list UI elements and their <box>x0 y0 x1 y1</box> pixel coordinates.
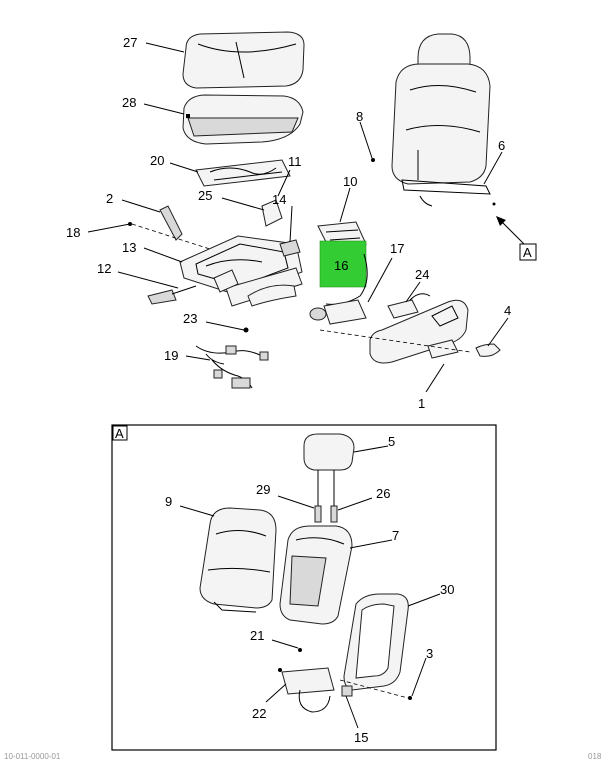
leader-29 <box>277 495 315 509</box>
leader-21 <box>271 639 299 649</box>
detail-a-frame <box>111 424 497 751</box>
callout-9[interactable]: 9 <box>165 494 172 509</box>
callout-2[interactable]: 2 <box>106 191 113 206</box>
callout-5[interactable]: 5 <box>388 434 395 449</box>
callout-6[interactable]: 6 <box>498 138 505 153</box>
callout-21[interactable]: 21 <box>250 628 264 643</box>
leader-18 <box>87 223 131 233</box>
leader-4 <box>487 317 509 347</box>
callout-25[interactable]: 25 <box>198 188 212 203</box>
leader-3 <box>411 657 427 697</box>
part-14-module[interactable] <box>279 239 301 257</box>
part-19-harness[interactable] <box>195 345 269 389</box>
leader-28 <box>143 103 185 115</box>
leader-1 <box>425 363 445 393</box>
callout-15[interactable]: 15 <box>354 730 368 745</box>
part-17-motor[interactable] <box>309 299 367 325</box>
detail-a-label[interactable]: A <box>115 426 124 441</box>
callout-19[interactable]: 19 <box>164 348 178 363</box>
callout-23[interactable]: 23 <box>183 311 197 326</box>
callout-11[interactable]: 11 <box>288 154 302 169</box>
leader-19 <box>185 355 211 361</box>
callout-27[interactable]: 27 <box>123 35 137 50</box>
part-28-cushion-pad[interactable] <box>182 94 304 145</box>
callout-10[interactable]: 10 <box>343 174 357 189</box>
leader-30 <box>407 593 441 607</box>
part-29-guide[interactable] <box>314 505 322 523</box>
leader-23 <box>205 321 245 331</box>
leader-2 <box>121 199 161 213</box>
part-22-recliner-motor[interactable] <box>278 667 335 713</box>
leader-11 <box>277 169 291 197</box>
leader-15 <box>345 695 359 729</box>
part-1-side-shield[interactable] <box>369 299 469 364</box>
part-5-headrest[interactable] <box>303 433 355 522</box>
callout-13[interactable]: 13 <box>122 240 136 255</box>
callout-14[interactable]: 14 <box>272 192 286 207</box>
part-24-switch[interactable] <box>387 293 431 319</box>
view-ref-box <box>519 243 537 261</box>
callout-7[interactable]: 7 <box>392 528 399 543</box>
part-30-back-frame[interactable] <box>343 593 409 691</box>
callout-30[interactable]: 30 <box>440 582 454 597</box>
part-25-bracket[interactable] <box>261 199 283 227</box>
leader-6 <box>483 151 503 185</box>
leader-8 <box>359 121 373 159</box>
part-9-back-cover[interactable] <box>199 507 277 613</box>
leader-7 <box>349 539 393 549</box>
part-4-handle[interactable] <box>475 343 501 357</box>
callout-16[interactable]: 16 <box>334 258 348 273</box>
leader-9 <box>179 505 215 517</box>
callout-24[interactable]: 24 <box>415 267 429 282</box>
leader-25 <box>221 197 265 211</box>
callout-8[interactable]: 8 <box>356 109 363 124</box>
view-arrow-a <box>496 216 527 247</box>
view-ref-label[interactable]: A <box>523 245 532 260</box>
leader-26 <box>337 497 373 511</box>
part-15-bracket[interactable] <box>341 685 353 697</box>
part-16-highlight[interactable] <box>319 240 367 288</box>
callout-28[interactable]: 28 <box>122 95 136 110</box>
leader-5 <box>353 445 389 453</box>
callout-3[interactable]: 3 <box>426 646 433 661</box>
leader-24 <box>405 281 421 303</box>
callout-20[interactable]: 20 <box>150 153 164 168</box>
part-seat-track[interactable] <box>213 267 303 307</box>
callout-26[interactable]: 26 <box>376 486 390 501</box>
footer-right: 018 <box>588 752 602 761</box>
leader-22 <box>265 683 287 703</box>
callout-18[interactable]: 18 <box>66 225 80 240</box>
detail-a-label-box <box>112 425 128 441</box>
leader-12 <box>117 271 179 289</box>
part-26-guide[interactable] <box>330 505 338 523</box>
leader-10 <box>339 187 351 223</box>
callout-1[interactable]: 1 <box>418 396 425 411</box>
footer-left: 10-011-0000-01 <box>4 752 61 761</box>
callout-4[interactable]: 4 <box>504 303 511 318</box>
part-seat-back-assembly[interactable] <box>391 33 491 207</box>
part-27-cushion-cover[interactable] <box>182 31 305 89</box>
leader-14 <box>289 205 293 243</box>
leader-17 <box>367 257 393 303</box>
callout-17[interactable]: 17 <box>390 241 404 256</box>
leader-27 <box>145 42 185 53</box>
part-12-lever[interactable] <box>147 285 197 305</box>
leader-13 <box>143 247 183 263</box>
part-7-back-pad[interactable] <box>279 525 353 625</box>
part-2-buckle[interactable] <box>159 205 183 241</box>
callout-12[interactable]: 12 <box>97 261 111 276</box>
leader-20 <box>169 162 199 173</box>
callout-29[interactable]: 29 <box>256 482 270 497</box>
callout-22[interactable]: 22 <box>252 706 266 721</box>
part-20-heater-mat[interactable] <box>195 159 291 187</box>
